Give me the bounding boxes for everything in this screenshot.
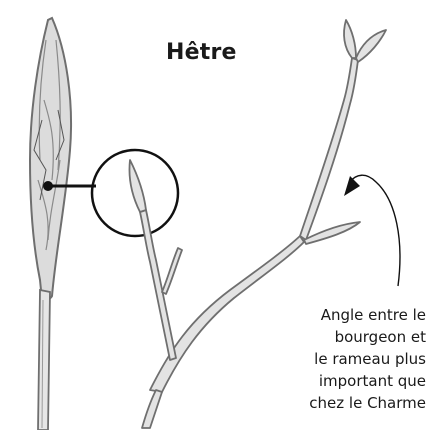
connector-dot [43, 181, 53, 191]
caption-line: Angle entre le [236, 304, 426, 326]
side-bud [304, 222, 360, 244]
bud-stem [38, 290, 50, 430]
top-bud-1 [344, 20, 356, 58]
upper-branch [300, 58, 358, 240]
top-bud-2 [356, 30, 386, 62]
diagram-title: Hêtre [166, 40, 237, 65]
twig-spur [162, 248, 182, 294]
bud-outline [30, 18, 71, 300]
enlarged-bud [30, 18, 71, 430]
left-twig [140, 210, 176, 360]
caption-line: important que [236, 370, 426, 392]
caption-line: chez le Charme [236, 392, 426, 414]
angle-arrow-curve [350, 175, 400, 286]
magnified-twig-bud [129, 160, 146, 212]
angle-arrow-head [344, 176, 360, 196]
caption-line: bourgeon et [236, 326, 426, 348]
angle-caption: Angle entre le bourgeon et le rameau plu… [236, 304, 426, 414]
caption-line: le rameau plus [236, 348, 426, 370]
branch-base [142, 390, 162, 428]
